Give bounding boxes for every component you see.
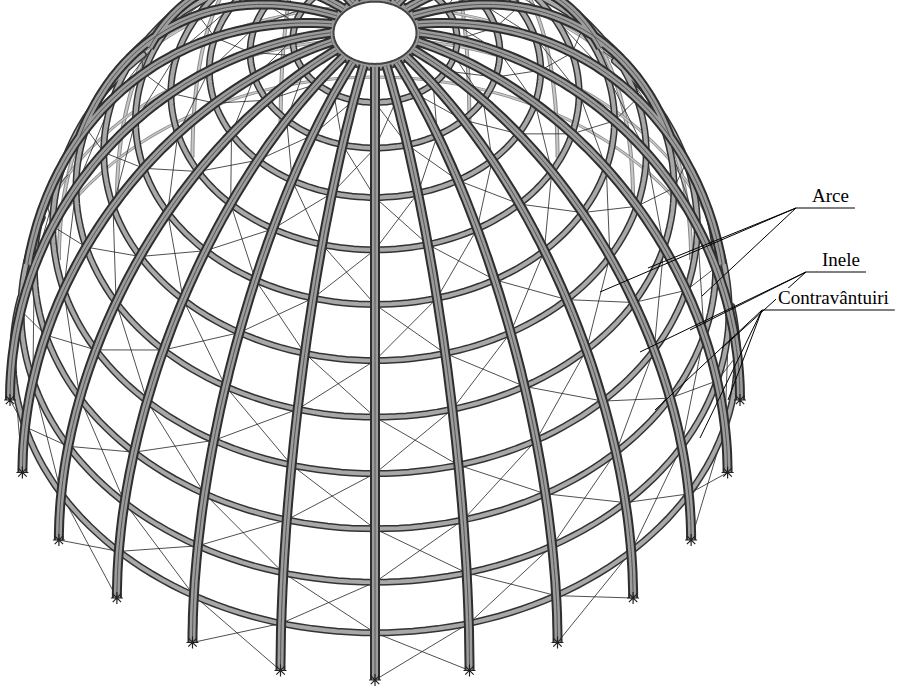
crown-ring-core bbox=[331, 0, 420, 67]
crown-ring bbox=[331, 0, 420, 67]
leader-line bbox=[600, 208, 895, 438]
support-symbol bbox=[4, 394, 746, 686]
leader-lines bbox=[600, 208, 895, 438]
arch-core bbox=[10, 0, 740, 680]
part-label: Contravântuiri bbox=[776, 288, 891, 307]
part-label: Arce bbox=[810, 186, 851, 205]
part-label: Inele bbox=[820, 250, 862, 269]
front-members bbox=[10, 0, 740, 680]
arch-outline bbox=[10, 0, 740, 680]
arch-web bbox=[10, 0, 740, 680]
supports bbox=[4, 394, 746, 686]
